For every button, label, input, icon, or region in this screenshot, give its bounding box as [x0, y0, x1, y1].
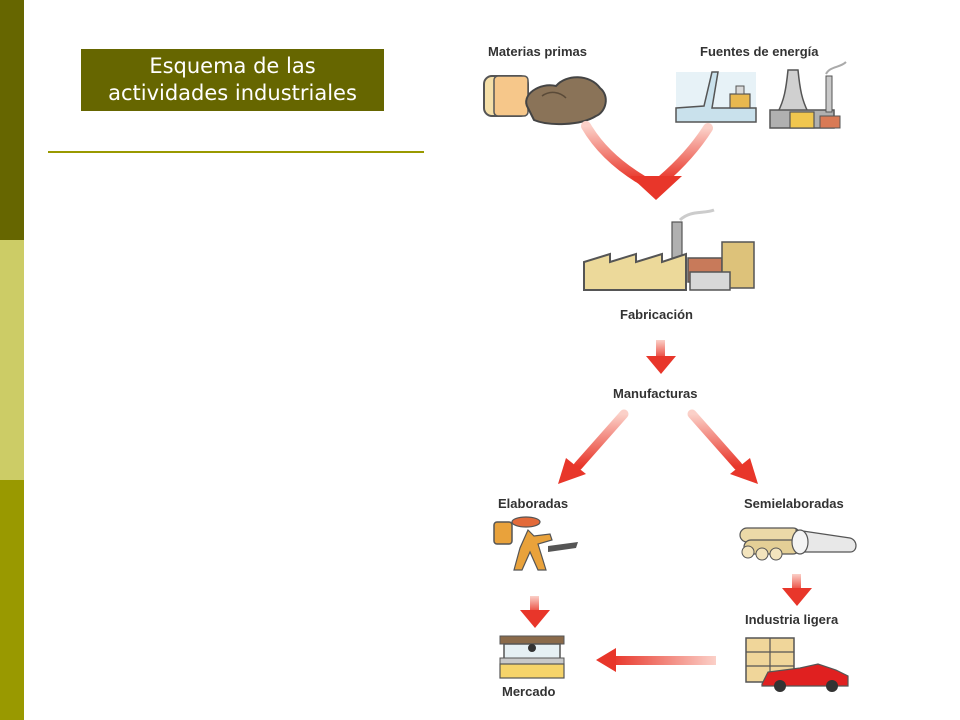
- slide-title: Esquema de las actividades industriales: [81, 49, 384, 111]
- market-label: Mercado: [502, 684, 556, 699]
- slide-title-line-1: Esquema de las: [149, 54, 316, 78]
- sidebar-block-middle: [0, 240, 24, 480]
- arrow-to-manufactures: [646, 340, 676, 374]
- raw-materials-label: Materias primas: [488, 44, 587, 59]
- converging-arrows: [581, 121, 713, 200]
- raw-materials-icon: [483, 75, 607, 126]
- power-plants-icon: [675, 61, 847, 129]
- market-stall-icon: [499, 635, 565, 679]
- slide-title-line-2: actividades industriales: [108, 81, 357, 105]
- arrow-to-finished: [558, 409, 629, 484]
- arrow-to-light-industry: [782, 574, 812, 606]
- arrow-to-semi-finished: [687, 409, 758, 484]
- semi-finished-goods-icon: [739, 527, 857, 561]
- finished-label: Elaboradas: [498, 496, 568, 511]
- factory-icon: [583, 208, 755, 291]
- sidebar-block-top: [0, 0, 24, 240]
- arrow-to-market-left: [520, 596, 550, 628]
- sidebar-block-bottom: [0, 480, 24, 720]
- light-industry-icon: [745, 637, 849, 692]
- arrow-industry-to-market: [596, 648, 716, 672]
- manufacturing-label: Fabricación: [620, 307, 693, 322]
- title-underline: [48, 151, 424, 153]
- semi-finished-label: Semielaboradas: [744, 496, 844, 511]
- manufactures-label: Manufacturas: [613, 386, 698, 401]
- finished-goods-icon: [493, 516, 578, 571]
- light-industry-label: Industria ligera: [745, 612, 839, 627]
- energy-sources-label: Fuentes de energía: [700, 44, 819, 59]
